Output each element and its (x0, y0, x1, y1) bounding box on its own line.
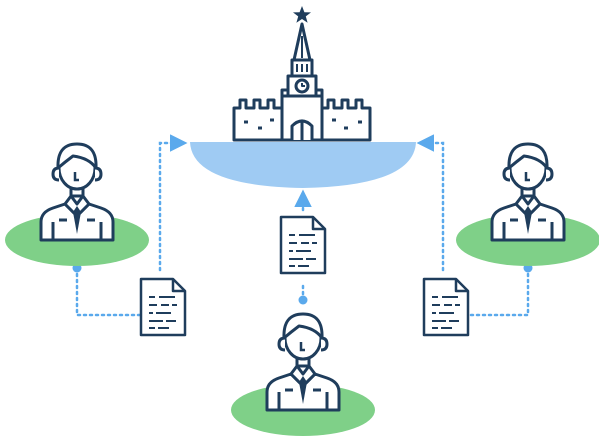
businessman-icon (490, 142, 566, 242)
connector-bottom (294, 189, 312, 305)
kremlin-base (190, 142, 416, 188)
connector-dot (298, 295, 308, 305)
kremlin-node (190, 6, 416, 188)
star-icon (293, 6, 311, 23)
document-icon (139, 277, 187, 337)
document-icon (422, 277, 470, 337)
person-node-right (456, 142, 599, 266)
businessman-icon (265, 312, 341, 412)
kremlin-tower-icon (232, 22, 372, 142)
person-node-left (5, 142, 149, 266)
person-node-bottom (231, 312, 375, 436)
document-icon (279, 215, 327, 275)
businessman-icon (39, 142, 115, 242)
